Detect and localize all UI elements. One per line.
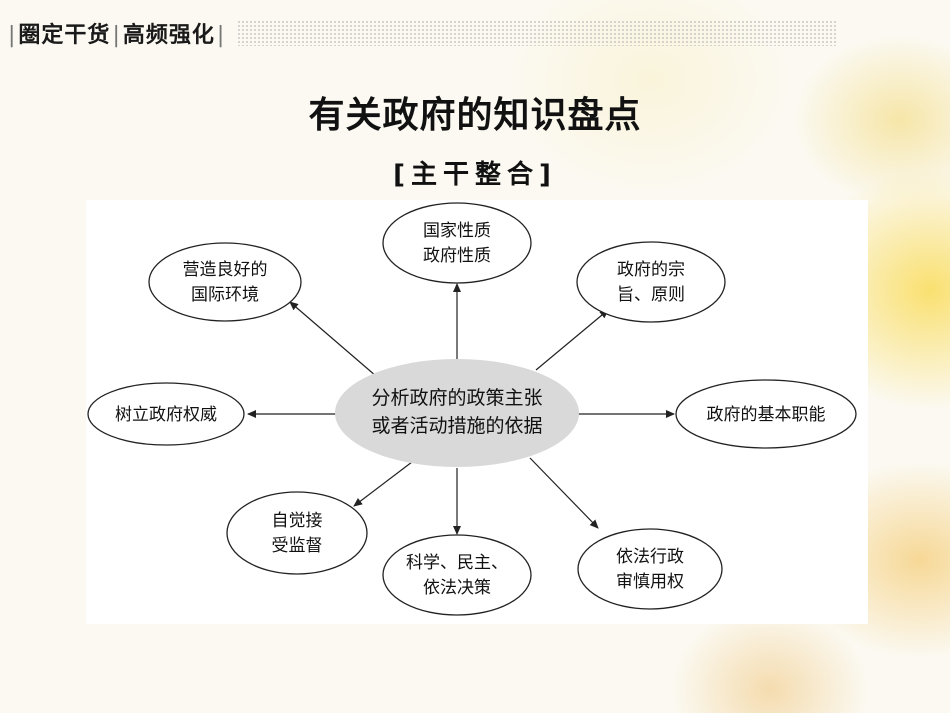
node-top-left: 营造良好的 国际环境 [148, 242, 302, 322]
header-dot-pattern [237, 20, 838, 46]
diagram-panel: 分析政府的政策主张 或者活动措施的依据 国家性质 政府性质 营造良好的 国际环境… [86, 200, 868, 624]
node-bottom-left-line-1: 自觉接 [272, 511, 323, 531]
node-top-left-line-2: 国际环境 [191, 285, 259, 305]
node-bottom-left-line-2: 受监督 [272, 536, 323, 556]
node-bottom-line-2: 依法决策 [423, 578, 491, 598]
section-subtitle: [主干整合] [393, 160, 557, 190]
header-part-2: 高频强化 [122, 23, 215, 48]
node-bottom-right-line-1: 依法行政 [616, 547, 684, 567]
node-left: 树立政府权威 [87, 382, 245, 446]
node-bottom-right-line-2: 审慎用权 [616, 572, 684, 592]
header-bar: |圈定干货|高频强化| [0, 14, 950, 52]
arrow-to-top-right [535, 309, 609, 371]
node-top: 国家性质 政府性质 [382, 202, 532, 284]
center-node: 分析政府的政策主张 或者活动措施的依据 [335, 359, 579, 467]
arrow-to-top-left [289, 301, 377, 377]
node-top-right: 政府的宗 旨、原则 [576, 241, 726, 323]
node-right-line-1: 政府的基本职能 [707, 405, 826, 425]
center-line-1: 分析政府的政策主张 [371, 387, 542, 409]
node-top-line-1: 国家性质 [423, 221, 491, 241]
node-top-line-2: 政府性质 [423, 246, 491, 266]
header-part-1: 圈定干货 [18, 23, 111, 48]
node-left-line-1: 树立政府权威 [115, 405, 217, 425]
center-line-2: 或者活动措施的依据 [371, 415, 542, 437]
mind-map-diagram: 分析政府的政策主张 或者活动措施的依据 国家性质 政府性质 营造良好的 国际环境… [87, 202, 857, 616]
header-label: |圈定干货|高频强化| [8, 23, 226, 48]
node-bottom-line-1: 科学、民主、 [406, 553, 508, 573]
node-bottom-right: 依法行政 审慎用权 [577, 528, 723, 610]
page-title: 有关政府的知识盘点 [308, 95, 642, 136]
node-top-right-line-1: 政府的宗 [617, 260, 685, 280]
node-right: 政府的基本职能 [675, 379, 857, 449]
node-bottom-left: 自觉接 受监督 [226, 491, 368, 575]
arrow-to-bottom-right [529, 457, 599, 529]
node-top-right-line-2: 旨、原则 [617, 285, 685, 305]
arrow-to-bottom-left [353, 461, 413, 507]
node-top-left-line-1: 营造良好的 [183, 260, 268, 280]
node-bottom: 科学、民主、 依法决策 [382, 534, 532, 616]
